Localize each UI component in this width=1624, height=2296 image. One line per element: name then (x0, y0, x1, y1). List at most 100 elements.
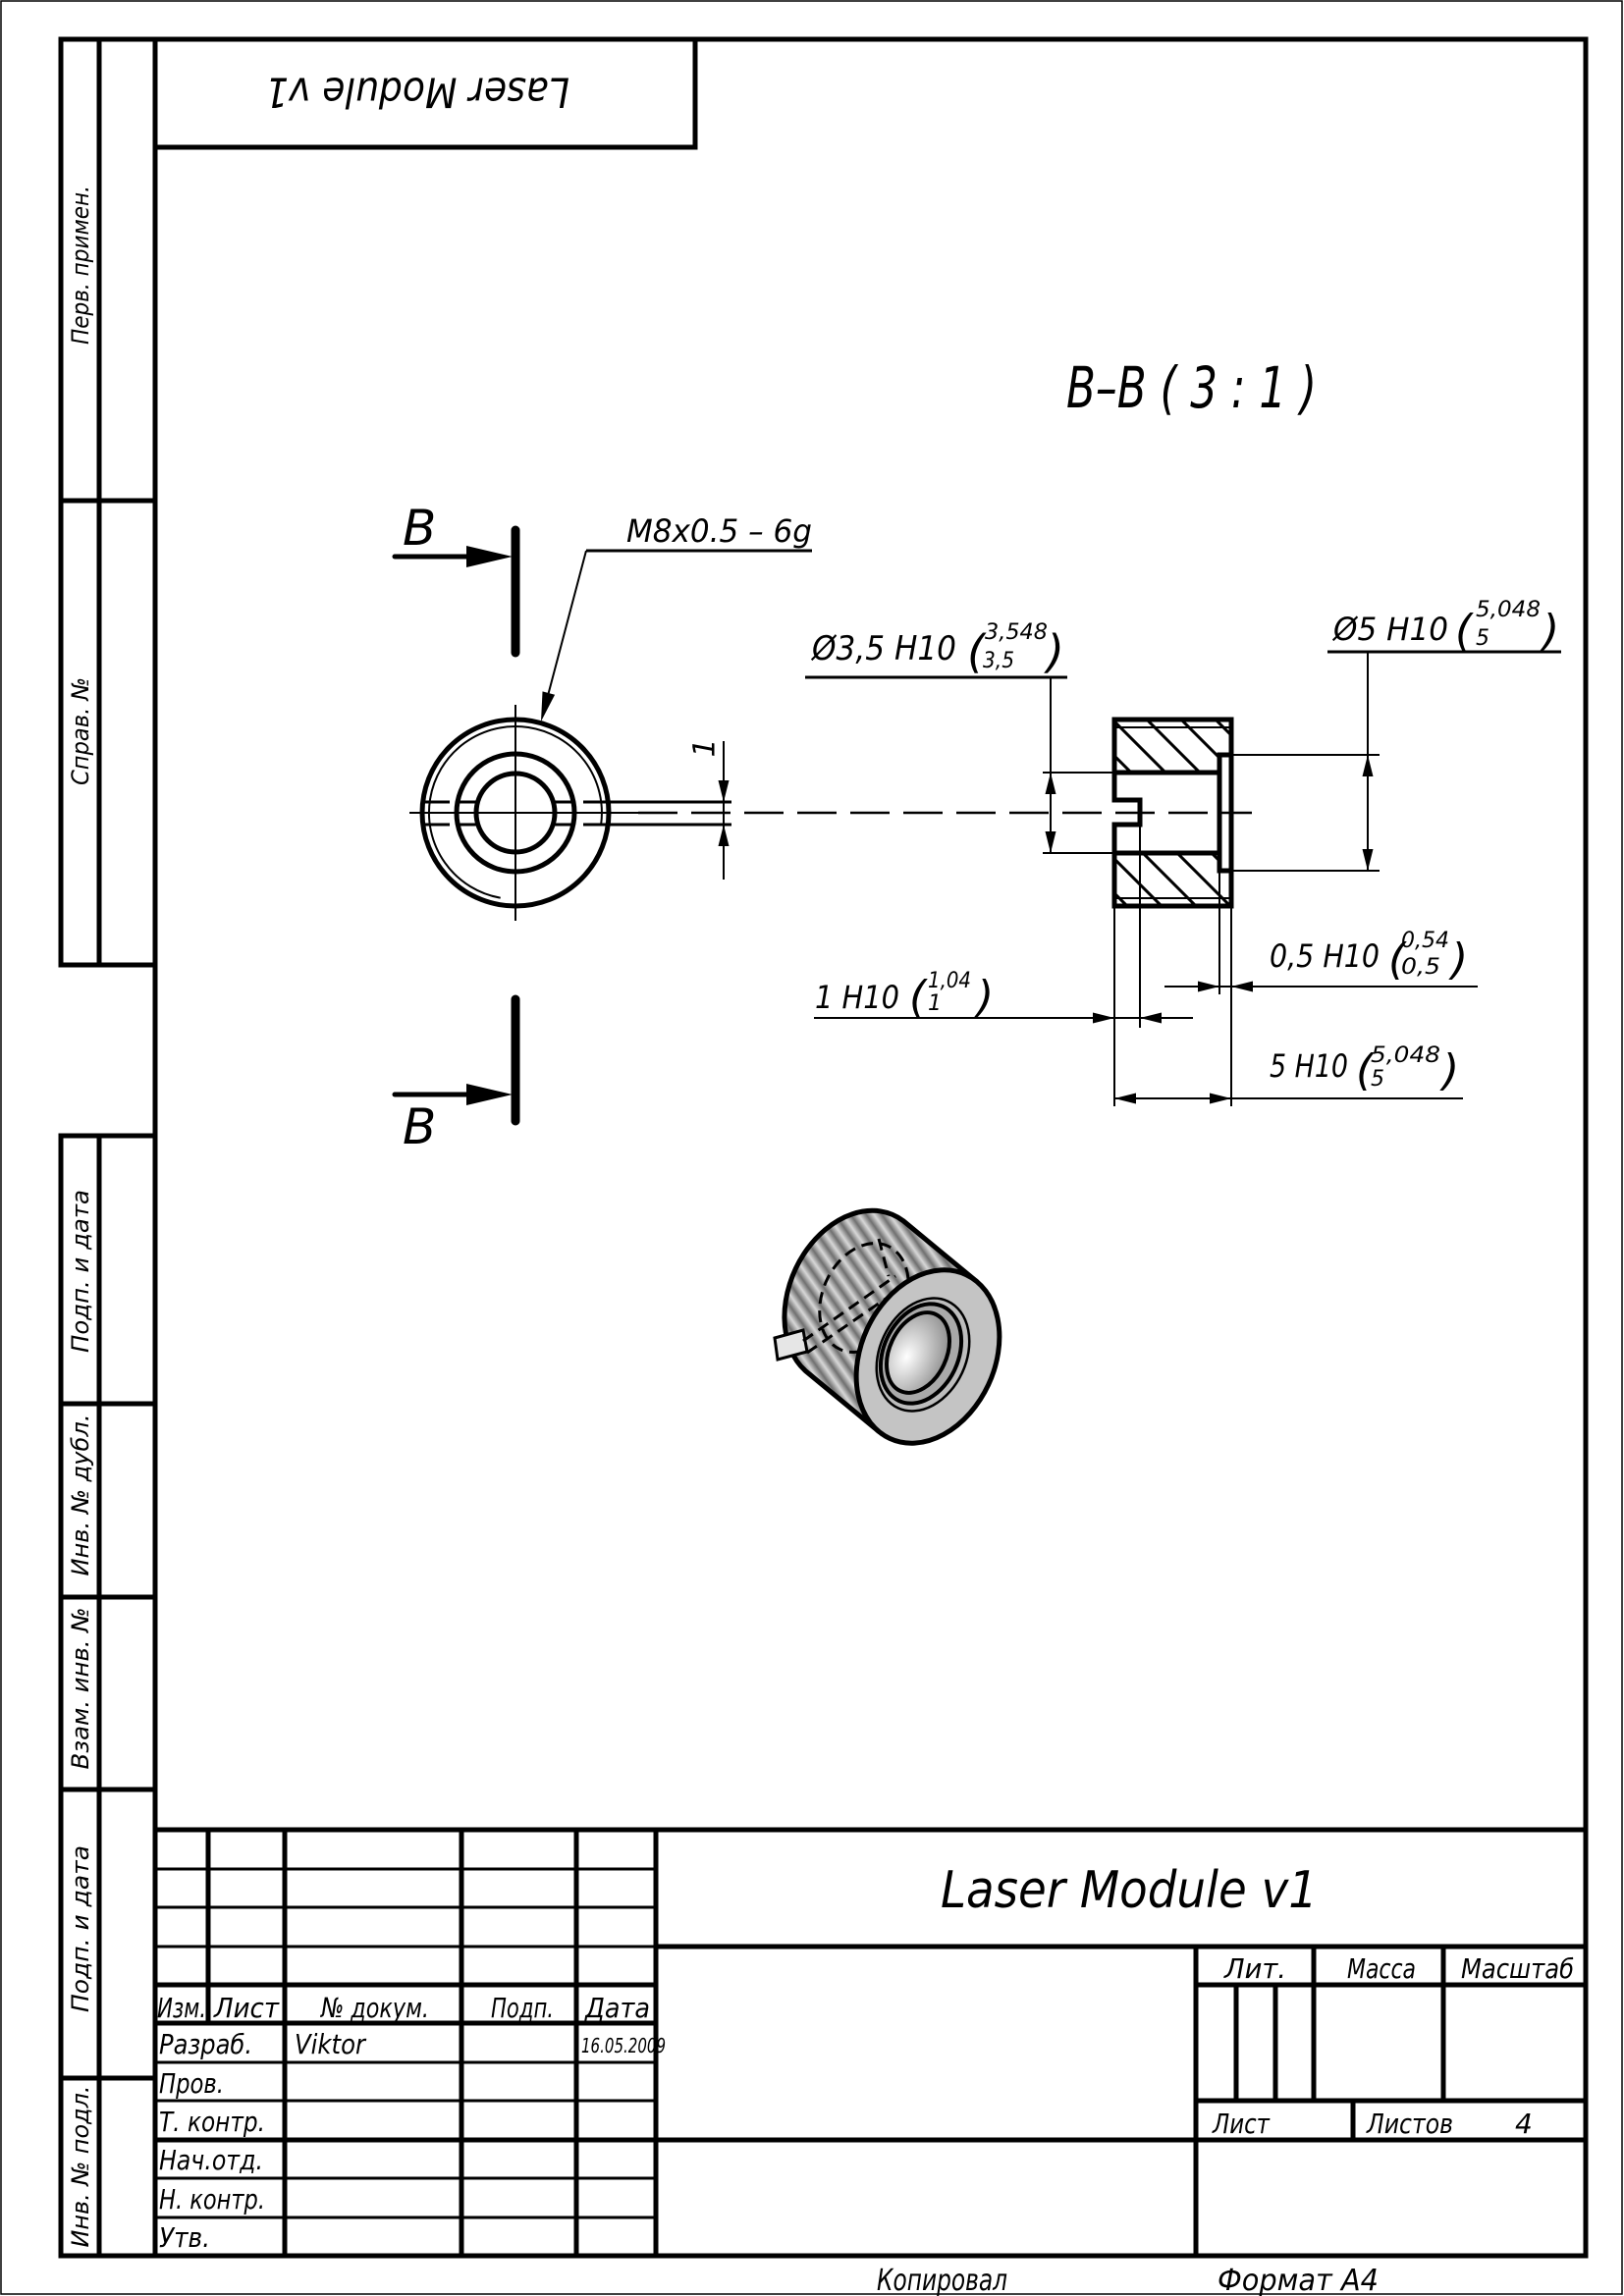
hatch-line (1216, 721, 1229, 904)
thread-arc (427, 725, 603, 899)
tolerance-paren-close: ) (974, 972, 994, 1022)
header-date: Дата (583, 1992, 650, 2024)
top-stamp: Laser Module v1 (265, 69, 569, 117)
section-marker-letter: B (403, 500, 436, 557)
header-doc-number: № докум. (319, 1992, 429, 2024)
role-approver: Утв. (159, 2221, 210, 2254)
tolerance-paren-open: ( (1455, 606, 1474, 656)
tolerance-upper: 0,54 (1401, 929, 1449, 953)
dimension-main: 5 H10 (1270, 1047, 1348, 1085)
hatch-line (1116, 721, 1200, 904)
isometric-view (773, 1207, 1002, 1446)
developer-name: Viktor (295, 2028, 366, 2060)
dimension-main: 1 H10 (815, 979, 899, 1016)
dimension-length: 5 H10 ( 5,048 5 ) (1114, 1043, 1463, 1099)
dimension-arrowhead (1140, 1012, 1162, 1024)
tolerance-lower: 5 (1476, 626, 1489, 651)
dimension-counterbore-depth: 0,5 H10 ( 0,54 0,5 ) (1164, 929, 1478, 988)
hatch-line (1116, 721, 1131, 904)
tolerance-paren-open: ( (909, 972, 928, 1022)
section-title: B–B ( 3 : 1 ) (1066, 354, 1317, 421)
hatch-line (1116, 721, 1165, 904)
tolerance-upper: 5,048 (1476, 598, 1541, 622)
header-signature: Подп. (491, 1992, 554, 2024)
dimension-arrowhead (1114, 1093, 1136, 1104)
role-tech-control: Т. контр. (159, 2106, 265, 2138)
dimension-arrowhead (1231, 981, 1253, 992)
side-strip-label: Справ. № (67, 677, 94, 785)
extension-lines (1043, 754, 1380, 1106)
dimension-main: Ø3,5 H10 (810, 629, 956, 668)
side-strip-label: Инв. № дубл. (67, 1415, 94, 1576)
dimension-arrowheads (541, 691, 1374, 1104)
sheet-frame (58, 36, 1589, 2259)
header-sheet: Лист (213, 1992, 280, 2024)
tolerance-lower: 5 (1371, 1067, 1384, 1092)
tolerance-upper: 1,04 (928, 969, 971, 993)
section-view (1111, 717, 1234, 909)
dimension-main: Ø5 H10 (1331, 611, 1448, 648)
section-outline (1111, 717, 1234, 909)
tolerance-lower: 0,5 (1401, 955, 1440, 980)
sheet-label: Лист (1212, 2108, 1270, 2140)
dimension-arrowhead (1198, 981, 1219, 992)
role-developer: Разраб. (159, 2028, 252, 2060)
tolerance-paren-open: ( (1388, 934, 1407, 985)
section-marker-top: B (392, 500, 520, 658)
dimension-arrowhead (718, 780, 730, 802)
front-view: 1 (409, 705, 1252, 921)
role-dept-head: Нач.отд. (159, 2144, 263, 2176)
dimension-arrowhead (1045, 831, 1056, 853)
side-strip-label: Взам. инв. № (67, 1608, 94, 1770)
dimension-arrowhead (1045, 773, 1056, 794)
title-block-grid (152, 1827, 1589, 2259)
scale-label: Масштаб (1461, 1952, 1574, 1985)
slot-lines (422, 800, 731, 827)
footer-format: Формат A4 (1218, 2264, 1379, 2296)
sheets-label: Листов (1366, 2108, 1453, 2140)
dimension-slot-depth: 1 H10 ( 1,04 1 ) (814, 969, 1193, 1022)
title-block: Изм. Лист № докум. Подп. Дата Разраб. Vi… (157, 1861, 1574, 2254)
hatch-line (1181, 721, 1229, 904)
hatch-line (1116, 721, 1229, 904)
arrow-right-icon (466, 546, 513, 567)
footer-copied: Копировал (877, 2264, 1007, 2296)
slot-dimension-text: 1 (688, 738, 723, 757)
header-change: Изм. (157, 1992, 206, 2024)
role-checker: Пров. (159, 2067, 224, 2100)
side-strip-label: Подп. и дата (67, 1845, 94, 2012)
sheets-count: 4 (1515, 2108, 1533, 2140)
dimension-arrowhead (1362, 755, 1374, 776)
dimension-main: 0,5 H10 (1270, 937, 1380, 975)
dimension-arrowhead (718, 825, 730, 846)
section-marker-bottom: B (392, 994, 520, 1155)
tolerance-lower: 3,5 (983, 649, 1014, 673)
dimension-bore: Ø3,5 H10 ( 3,548 3,5 ) (805, 620, 1067, 853)
dimension-arrowhead (541, 691, 556, 721)
dimension-arrowhead (1093, 1012, 1114, 1024)
tolerance-paren-open: ( (967, 625, 987, 678)
tolerance-upper: 5,048 (1371, 1043, 1440, 1068)
mass-label: Масса (1347, 1952, 1416, 1985)
tolerance-paren-close: ) (1044, 625, 1064, 678)
dimension-counterbore: Ø5 H10 ( 5,048 5 ) (1327, 598, 1561, 871)
iso-bore-hole (885, 1310, 951, 1395)
part-title: Laser Module v1 (941, 1861, 1318, 1920)
hatch-line (1147, 721, 1229, 904)
tolerance-paren-close: ) (1448, 934, 1468, 985)
thread-callout: M8x0.5 – 6g (544, 512, 812, 708)
tolerance-upper: 3,548 (985, 620, 1048, 645)
dimension-arrowhead (1362, 849, 1374, 871)
side-strip-label: Инв. № подл. (67, 2086, 94, 2248)
lit-label: Лит. (1223, 1952, 1286, 1985)
role-norm-control: Н. контр. (159, 2183, 265, 2216)
side-strip-label: Подп. и дата (67, 1190, 94, 1353)
section-marker-letter: B (403, 1098, 436, 1155)
tolerance-lower: 1 (928, 991, 942, 1016)
side-strip: Перв. примен. Справ. № Подп. и дата Инв.… (67, 186, 94, 2248)
hatch-line (1116, 721, 1229, 904)
tolerance-paren-close: ) (1540, 606, 1559, 656)
tolerance-paren-open: ( (1356, 1045, 1375, 1095)
